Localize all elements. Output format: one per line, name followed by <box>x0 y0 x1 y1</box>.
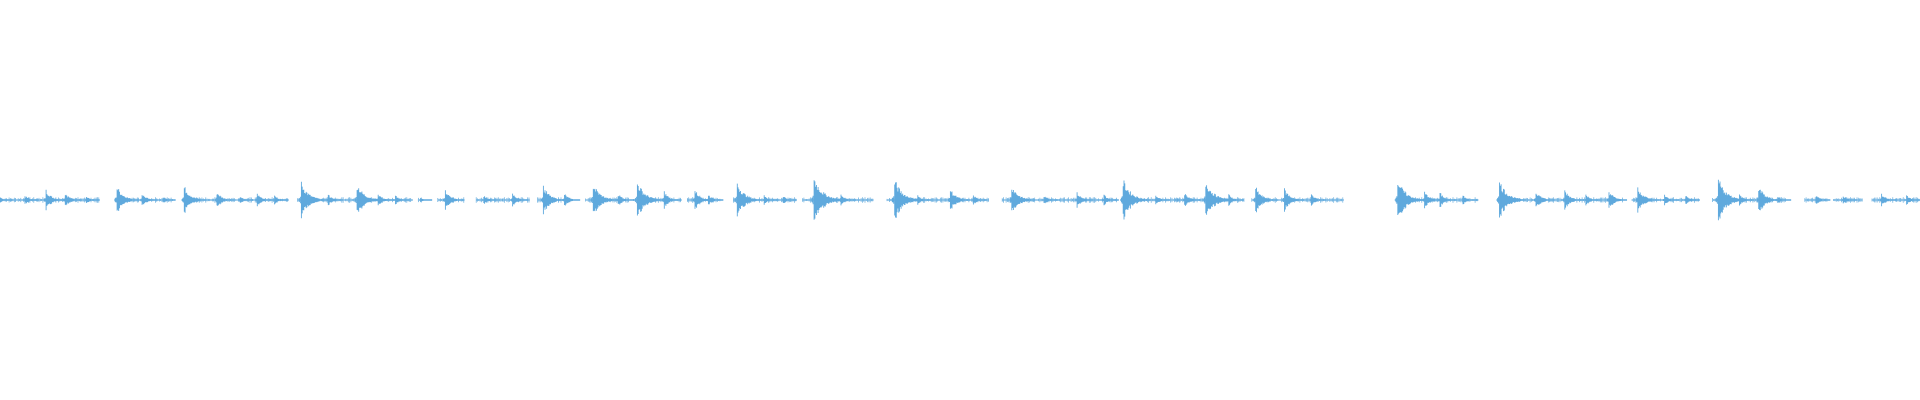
waveform-burst <box>1041 196 1059 204</box>
waveform-burst <box>1394 185 1426 215</box>
waveform-burst <box>0 197 13 203</box>
waveform-burst <box>1903 195 1920 205</box>
waveform-burst <box>634 184 664 216</box>
waveform-segment <box>633 184 682 216</box>
waveform-burst <box>705 195 724 205</box>
waveform-burst <box>1459 195 1478 205</box>
waveform-segment <box>537 185 581 215</box>
waveform-burst <box>254 193 273 207</box>
waveform-burst <box>1225 194 1244 206</box>
waveform-burst <box>1074 192 1094 208</box>
waveform-segment <box>437 190 465 210</box>
waveform-burst <box>181 187 207 213</box>
waveform-segment <box>1496 182 1628 218</box>
waveform-burst <box>1682 196 1700 204</box>
waveform-burst <box>1661 194 1680 206</box>
waveform-burst <box>139 195 158 205</box>
waveform-burst <box>271 195 289 205</box>
waveform-segment <box>502 193 530 207</box>
waveform-segment <box>297 181 413 219</box>
waveform-burst <box>1120 180 1151 220</box>
waveform-segment <box>1174 185 1245 215</box>
waveform-burst <box>1181 194 1202 206</box>
waveform-burst <box>947 191 971 209</box>
waveform-burst <box>590 188 618 212</box>
waveform-burst <box>417 198 433 202</box>
waveform-burst <box>1561 190 1584 210</box>
waveform-burst <box>375 194 394 206</box>
waveform-burst <box>1840 196 1858 204</box>
waveform-burst <box>1008 189 1035 211</box>
waveform-burst <box>62 194 82 206</box>
waveform-burst <box>298 181 327 219</box>
waveform-burst <box>160 197 176 203</box>
waveform-burst <box>325 194 344 206</box>
waveform-segment <box>687 191 724 209</box>
waveform-burst <box>1736 194 1755 206</box>
waveform-segment <box>1001 189 1119 211</box>
waveform-burst <box>837 194 856 206</box>
waveform-burst <box>43 189 65 211</box>
waveform-segment <box>417 197 433 203</box>
waveform-segment <box>1394 185 1479 215</box>
waveform-burst <box>734 183 763 217</box>
waveform-burst <box>1436 193 1457 207</box>
waveform-segment <box>181 187 289 213</box>
waveform-burst <box>1252 187 1277 213</box>
waveform-burst <box>114 189 140 211</box>
waveform-burst <box>1878 193 1898 207</box>
waveform-burst <box>509 193 529 207</box>
waveform-burst <box>615 195 634 205</box>
waveform-burst <box>392 195 410 205</box>
waveform-segment <box>1712 179 1792 221</box>
waveform-burst <box>1634 187 1660 213</box>
waveform-burst <box>480 196 498 204</box>
waveform-burst <box>213 194 235 206</box>
waveform-segment <box>1251 187 1344 213</box>
waveform-burst <box>83 197 100 203</box>
waveform-burst <box>1605 192 1628 208</box>
waveform-burst <box>970 195 988 205</box>
waveform-segment <box>475 196 503 204</box>
waveform-segment <box>1804 196 1831 204</box>
waveform-burst <box>21 196 40 204</box>
waveform-burst <box>1281 188 1305 212</box>
waveform-burst <box>1100 194 1119 206</box>
waveform-segment <box>1120 180 1181 220</box>
waveform-segment <box>1833 196 1863 204</box>
waveform-burst <box>914 195 932 205</box>
waveform-burst <box>1813 196 1831 204</box>
waveform-segment <box>0 189 100 211</box>
waveform-burst <box>236 197 254 203</box>
waveform-segment <box>1631 187 1700 213</box>
waveform-burst <box>761 195 779 205</box>
waveform-segment <box>886 182 989 218</box>
waveform-burst <box>780 197 797 203</box>
waveform-burst <box>442 190 465 210</box>
waveform-segment <box>802 180 874 220</box>
waveform-burst <box>561 194 581 206</box>
waveform-segment <box>585 188 634 212</box>
waveform-burst <box>540 185 566 215</box>
waveform-burst <box>1532 193 1555 207</box>
waveform-burst <box>1582 194 1601 206</box>
waveform-segment <box>114 189 176 211</box>
waveform-burst <box>1152 195 1170 205</box>
waveform-burst <box>1496 182 1527 218</box>
waveform-burst <box>661 191 682 209</box>
waveform-segment <box>733 183 797 217</box>
waveform-burst <box>1774 197 1792 203</box>
waveform-segment <box>1871 193 1920 207</box>
waveform-burst <box>1308 194 1327 206</box>
